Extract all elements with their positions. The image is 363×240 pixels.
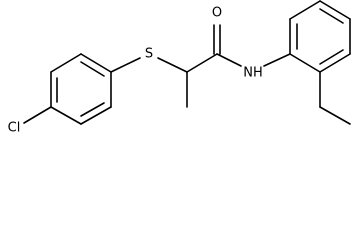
bond-carbonyl-n [216,53,242,67]
amide-nitrogen-label: NH [243,66,263,81]
bond [289,0,321,20]
bond [289,53,321,73]
chlorine-atom-label: Cl [8,121,21,136]
bond-ch-carbonyl [186,53,218,73]
sulfur-atom-label: S [145,47,153,62]
bond-ring-s [110,57,141,73]
bond [319,0,351,20]
double-bond-inner [319,8,344,24]
bond-n-ring [263,53,291,67]
bond-ring-cl [23,106,52,124]
ethylphenyl-ring [289,0,351,73]
bond-s-ch [157,57,188,73]
double-bond-inner [80,61,105,77]
bond [50,53,82,73]
molecule-structure: Cl S O NH [8,0,351,136]
chlorophenyl-ring [50,53,112,125]
bond-ethyl-methyl [319,106,351,125]
double-bond-inner [319,49,344,65]
bond [80,53,112,73]
bond [50,106,82,125]
bond [80,106,112,125]
double-bond-inner [80,102,105,117]
oxygen-atom-label: O [212,6,222,21]
bond [319,53,351,73]
